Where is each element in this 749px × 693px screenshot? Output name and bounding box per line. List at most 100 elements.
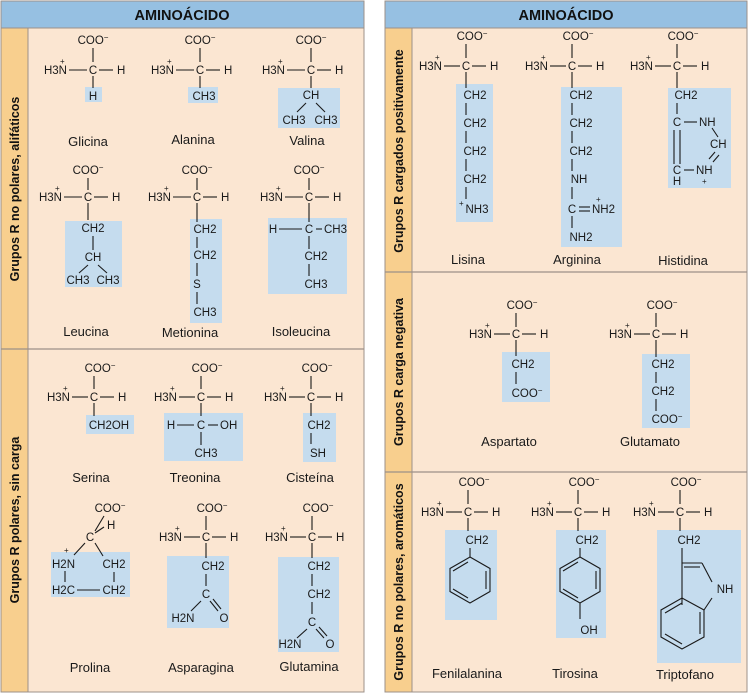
svg-text:H: H	[335, 65, 343, 77]
svg-text:COO−: COO−	[197, 501, 228, 515]
group-label-polar-uncharged: Grupos R polares, sin carga	[8, 436, 22, 604]
svg-text:C: C	[305, 192, 313, 204]
svg-text:CH2OH: CH2OH	[89, 420, 129, 432]
structure-triptofano: COO− H3N + C H CH2 NH	[633, 475, 741, 663]
svg-text:COO−: COO−	[459, 475, 490, 489]
svg-text:H: H	[167, 420, 175, 432]
svg-text:C: C	[308, 532, 316, 544]
svg-text:COO−: COO−	[569, 475, 600, 489]
svg-text:H: H	[492, 507, 500, 519]
svg-text:H3N: H3N	[469, 329, 492, 341]
name-alanina: Alanina	[171, 132, 215, 147]
svg-text:SH: SH	[310, 448, 326, 460]
svg-text:+: +	[435, 53, 440, 62]
svg-text:OH: OH	[220, 420, 237, 432]
structure-treonina: COO− H3N + C H H C OH CH3	[154, 361, 243, 461]
structure-lisina: COO− H3N + C H CH2 CH2 CH2 CH2 + NH3	[419, 29, 498, 222]
svg-text:C: C	[462, 61, 470, 73]
name-prolina: Prolina	[70, 660, 111, 675]
svg-text:CH: CH	[710, 139, 727, 151]
group-label-negative: Grupos R carga negativa	[392, 297, 406, 446]
svg-text:CH3: CH3	[324, 224, 347, 236]
svg-text:COO−: COO−	[457, 29, 488, 43]
svg-text:H2C: H2C	[52, 585, 75, 597]
svg-text:H: H	[117, 65, 125, 77]
svg-text:CH2: CH2	[463, 174, 486, 186]
svg-text:C: C	[673, 61, 681, 73]
svg-text:COO−: COO−	[85, 361, 116, 375]
svg-text:C: C	[89, 65, 97, 77]
svg-text:H3N: H3N	[47, 392, 70, 404]
structure-aspartato: COO− H3N + C H CH2 COO−	[469, 298, 550, 402]
svg-text:H: H	[673, 176, 681, 188]
svg-text:H2N: H2N	[52, 559, 75, 571]
svg-text:H: H	[602, 507, 610, 519]
svg-text:COO−: COO−	[294, 163, 325, 177]
svg-text:NH2: NH2	[569, 232, 592, 244]
structure-glutamina: COO− H3N + C H CH2 CH2 C H2N O	[265, 501, 344, 652]
svg-text:CH2: CH2	[651, 386, 674, 398]
name-tirosina: Tirosina	[552, 666, 599, 681]
svg-text:+: +	[276, 184, 281, 193]
svg-text:CH2: CH2	[511, 359, 534, 371]
svg-text:CH2: CH2	[575, 535, 598, 547]
svg-text:CH3: CH3	[314, 115, 337, 127]
name-triptofano: Triptofano	[656, 667, 714, 682]
svg-text:CH2: CH2	[674, 90, 697, 102]
structure-alanina: COO− H3N + C H CH3	[151, 33, 232, 103]
svg-text:CH2: CH2	[193, 250, 216, 262]
svg-text:C: C	[308, 617, 316, 629]
svg-text:CH3: CH3	[304, 279, 327, 291]
svg-text:H: H	[335, 392, 343, 404]
svg-text:C: C	[84, 192, 92, 204]
structure-glicina: COO− H3N + C H H	[44, 33, 125, 103]
svg-text:H2N: H2N	[171, 613, 194, 625]
svg-text:C: C	[197, 392, 205, 404]
svg-text:+: +	[459, 199, 464, 208]
name-metionina: Metionina	[162, 325, 219, 340]
svg-text:+: +	[485, 321, 490, 330]
svg-text:CH2: CH2	[569, 146, 592, 158]
svg-text:CH3: CH3	[194, 448, 217, 460]
svg-text:NH: NH	[699, 117, 716, 129]
svg-text:C: C	[196, 65, 204, 77]
svg-text:H3N: H3N	[531, 507, 554, 519]
svg-text:C: C	[307, 65, 315, 77]
structure-metionina: COO− H3N + C H CH2 CH2 S CH3	[148, 163, 229, 323]
svg-text:C: C	[568, 204, 576, 216]
name-treonina: Treonina	[170, 470, 222, 485]
svg-text:H: H	[704, 507, 712, 519]
svg-text:H: H	[701, 61, 709, 73]
svg-text:COO−: COO−	[303, 501, 334, 515]
svg-text:CH2: CH2	[463, 118, 486, 130]
svg-text:H: H	[269, 224, 277, 236]
svg-text:COO−: COO−	[296, 33, 327, 47]
svg-text:CH2: CH2	[569, 118, 592, 130]
structure-arginina: COO− H3N + C H CH2 CH2 CH2 NH C + NH2 NH…	[525, 29, 622, 247]
svg-text:H3N: H3N	[260, 192, 283, 204]
svg-text:CH3: CH3	[282, 115, 305, 127]
svg-text:COO−: COO−	[647, 298, 678, 312]
group-label-nonpolar-aliphatic: Grupos R no polares, alifáticos	[8, 97, 22, 282]
name-arginina: Arginina	[553, 252, 601, 267]
svg-text:+: +	[170, 384, 175, 393]
svg-text:COO−: COO−	[652, 412, 683, 426]
svg-text:C: C	[86, 532, 94, 544]
svg-text:H: H	[221, 192, 229, 204]
svg-text:COO−: COO−	[185, 33, 216, 47]
svg-text:H3N: H3N	[262, 65, 285, 77]
svg-text:COO−: COO−	[507, 298, 538, 312]
structure-prolina: COO− C H + H2N CH2 H2C CH2	[51, 501, 130, 597]
name-glutamina: Glutamina	[279, 659, 339, 674]
svg-text:COO−: COO−	[671, 475, 702, 489]
svg-text:C: C	[673, 117, 681, 129]
svg-text:O: O	[326, 639, 335, 651]
svg-text:+: +	[60, 57, 65, 66]
svg-text:H3N: H3N	[265, 532, 288, 544]
svg-text:H3N: H3N	[421, 507, 444, 519]
svg-text:COO−: COO−	[302, 361, 333, 375]
svg-text:COO−: COO−	[668, 29, 699, 43]
svg-text:CH3: CH3	[192, 91, 215, 103]
name-lisina: Lisina	[451, 252, 486, 267]
svg-text:O: O	[220, 613, 229, 625]
